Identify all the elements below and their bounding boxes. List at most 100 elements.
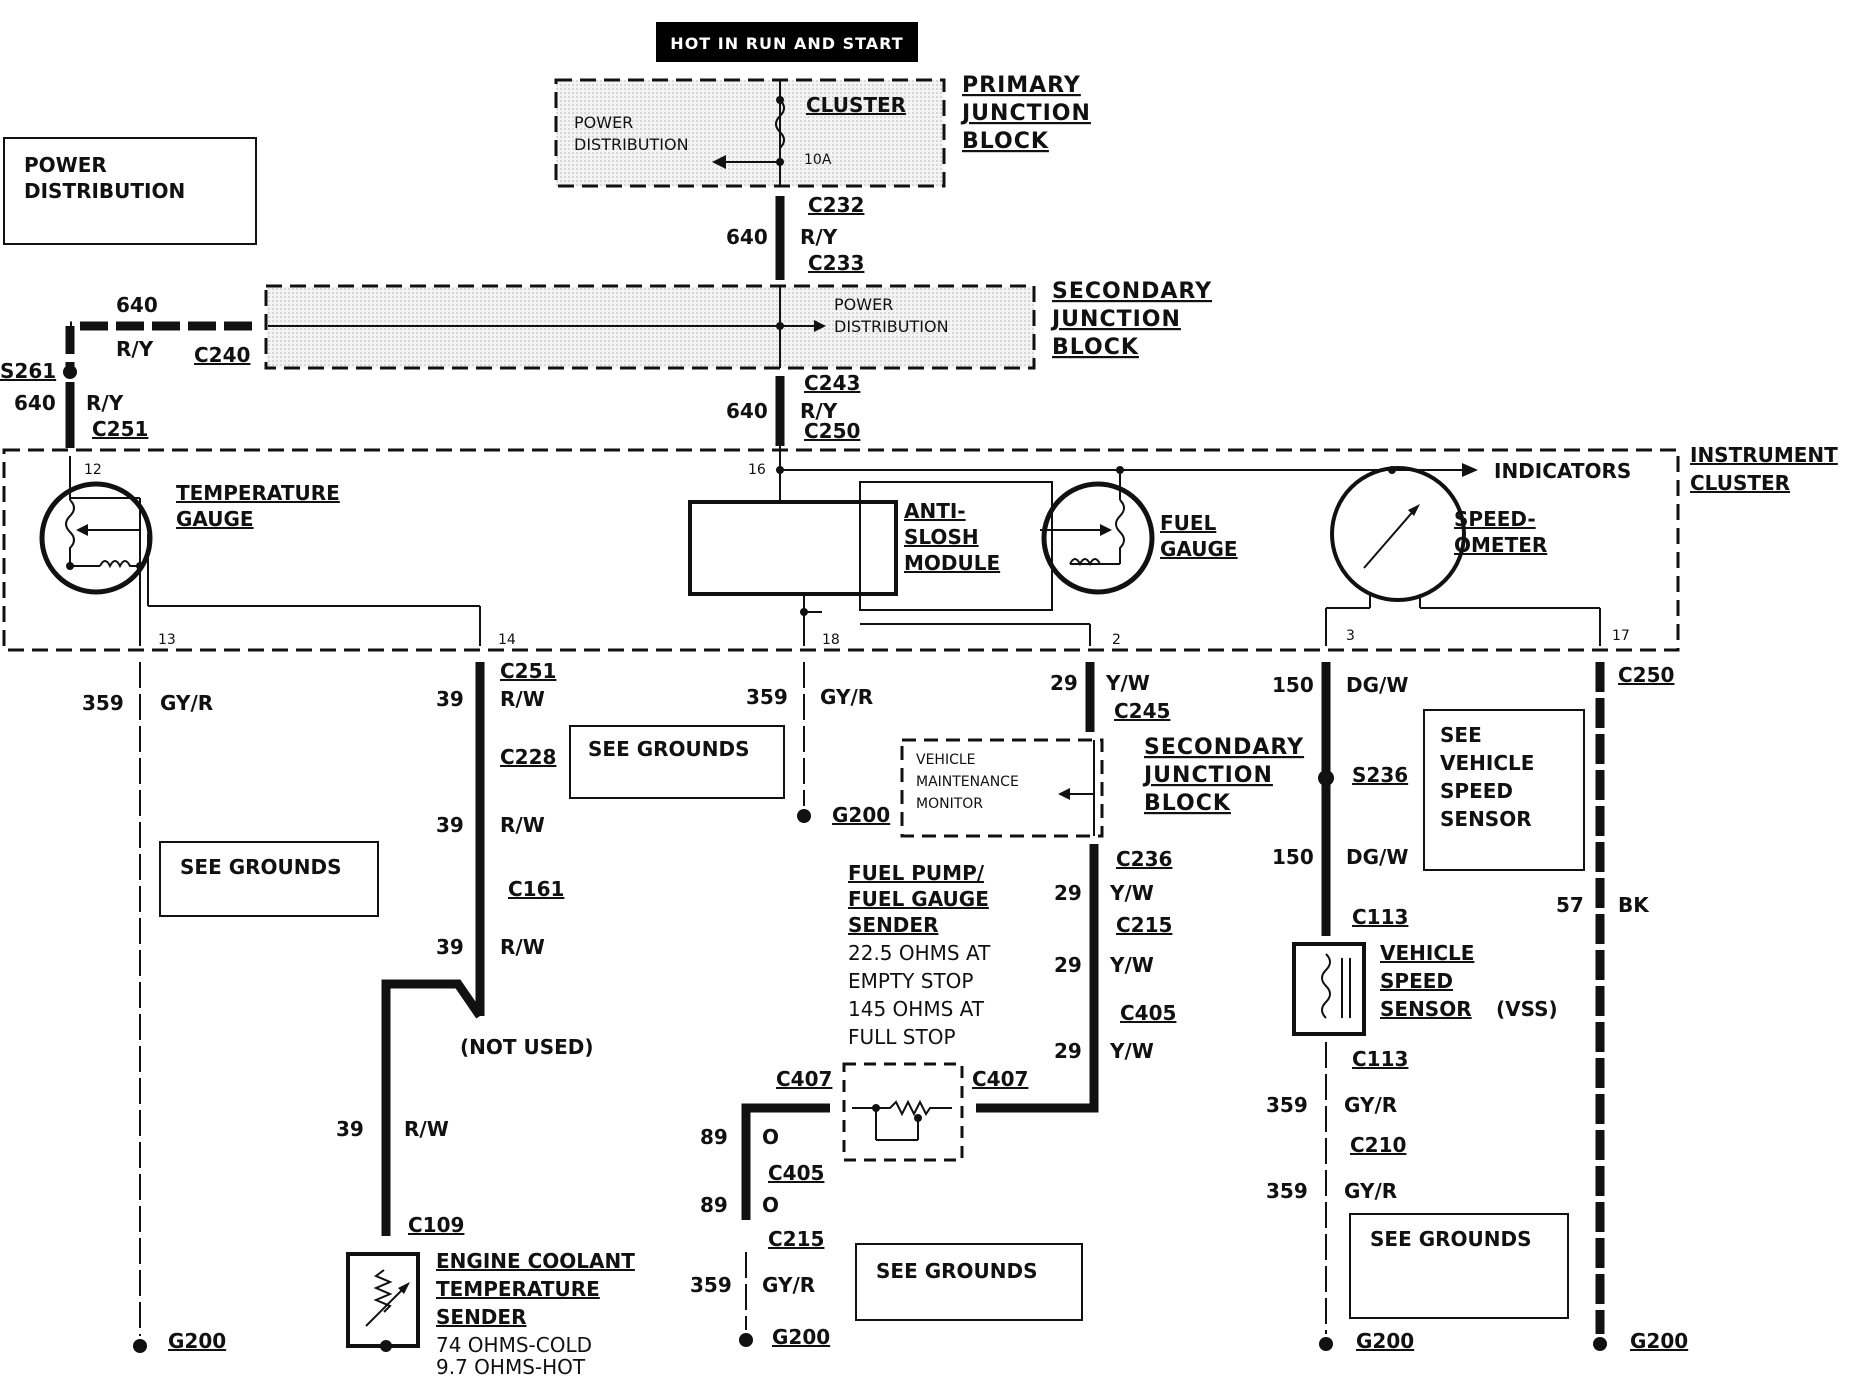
connector-c251: C251 [92, 417, 148, 441]
svg-text:CLUSTER: CLUSTER [806, 93, 906, 117]
svg-text:BK: BK [1618, 893, 1650, 917]
svg-text:SECONDARY: SECONDARY [1052, 279, 1212, 304]
svg-text:INSTRUMENT: INSTRUMENT [1690, 443, 1838, 467]
svg-text:640: 640 [14, 391, 56, 415]
svg-text:O: O [762, 1193, 779, 1217]
connector-c228: C228 [500, 745, 556, 769]
svg-text:150: 150 [1272, 673, 1314, 697]
svg-text:29: 29 [1050, 671, 1078, 695]
svg-text:OMETER: OMETER [1454, 533, 1547, 557]
svg-text:BLOCK: BLOCK [1052, 335, 1139, 360]
svg-text:Y/W: Y/W [1105, 671, 1150, 695]
svg-text:29: 29 [1054, 1039, 1082, 1063]
svg-text:640: 640 [726, 399, 768, 423]
connector-c161: C161 [508, 877, 564, 901]
svg-text:89: 89 [700, 1125, 728, 1149]
svg-text:SENSOR: SENSOR [1440, 807, 1532, 831]
wire-150-vss: 150 DG/W S236 150 DG/W C113 VEHICLE SPEE… [1266, 662, 1585, 1353]
svg-text:12: 12 [84, 462, 102, 478]
svg-text:POWER: POWER [834, 295, 893, 314]
svg-text:Y/W: Y/W [1109, 953, 1154, 977]
svg-text:Y/W: Y/W [1109, 881, 1154, 905]
svg-text:JUNCTION: JUNCTION [960, 101, 1091, 126]
connector-c109: C109 [408, 1213, 464, 1237]
connector-c240: C240 [194, 343, 250, 367]
svg-text:Y/W: Y/W [1109, 1039, 1154, 1063]
connector-c251b: C251 [500, 659, 556, 683]
splice-s261: S261 [0, 359, 56, 383]
connector-c113b: C113 [1352, 1047, 1408, 1071]
wire-359-module-ground: 359 GY/R G200 SEE GROUNDS [569, 662, 890, 827]
wire-640-left: 640 R/Y C240 S261 640 R/Y C251 [0, 293, 252, 448]
svg-text:74 OHMS-COLD: 74 OHMS-COLD [436, 1333, 592, 1357]
svg-text:R/W: R/W [500, 813, 545, 837]
svg-text:HOT IN RUN AND START: HOT IN RUN AND START [670, 34, 903, 53]
svg-text:SPEED-: SPEED- [1454, 507, 1536, 531]
svg-text:BLOCK: BLOCK [1144, 791, 1231, 816]
svg-text:57: 57 [1556, 893, 1584, 917]
svg-text:39: 39 [436, 687, 464, 711]
connector-c407r: C407 [972, 1067, 1028, 1091]
see-grounds-d: SEE GROUNDS [1370, 1227, 1532, 1251]
svg-text:359: 359 [1266, 1093, 1308, 1117]
svg-text:DISTRIBUTION: DISTRIBUTION [574, 135, 689, 154]
not-used-label: (NOT USED) [460, 1035, 594, 1059]
svg-text:SPEED: SPEED [1440, 779, 1513, 803]
svg-text:359: 359 [746, 685, 788, 709]
connector-c113a: C113 [1352, 905, 1408, 929]
ground-g200-b: G200 [832, 803, 890, 827]
svg-text:145 OHMS AT: 145 OHMS AT [848, 997, 985, 1021]
see-grounds-c: SEE GROUNDS [876, 1259, 1038, 1283]
svg-text:640: 640 [116, 293, 158, 317]
svg-text:JUNCTION: JUNCTION [1142, 763, 1273, 788]
svg-text:2: 2 [1112, 632, 1121, 648]
svg-text:(VSS): (VSS) [1496, 997, 1558, 1021]
svg-text:89: 89 [700, 1193, 728, 1217]
connector-c236: C236 [1116, 847, 1172, 871]
svg-text:MONITOR: MONITOR [916, 796, 983, 812]
splice-s236: S236 [1352, 763, 1408, 787]
fuel-gauge-icon [1041, 481, 1155, 595]
svg-text:GAUGE: GAUGE [176, 507, 254, 531]
svg-text:INDICATORS: INDICATORS [1494, 459, 1631, 483]
svg-text:GAUGE: GAUGE [1160, 537, 1238, 561]
svg-text:GY/R: GY/R [1344, 1093, 1397, 1117]
svg-text:SECONDARY: SECONDARY [1144, 735, 1304, 760]
svg-text:16: 16 [748, 462, 766, 478]
svg-text:R/W: R/W [500, 687, 545, 711]
svg-text:O: O [762, 1125, 779, 1149]
svg-text:VEHICLE: VEHICLE [1440, 751, 1534, 775]
hot-in-run-banner: HOT IN RUN AND START [656, 22, 918, 62]
svg-text:14: 14 [498, 632, 516, 648]
svg-text:SEE: SEE [1440, 723, 1482, 747]
connector-c233: C233 [808, 251, 864, 275]
svg-text:GY/R: GY/R [820, 685, 873, 709]
svg-text:POWER: POWER [574, 113, 633, 132]
ground-g200-d: G200 [1356, 1329, 1414, 1353]
svg-text:22.5 OHMS AT: 22.5 OHMS AT [848, 941, 991, 965]
svg-text:150: 150 [1272, 845, 1314, 869]
svg-text:39: 39 [436, 813, 464, 837]
svg-text:359: 359 [1266, 1179, 1308, 1203]
svg-text:TEMPERATURE: TEMPERATURE [436, 1277, 600, 1301]
svg-text:GY/R: GY/R [1344, 1179, 1397, 1203]
svg-text:MODULE: MODULE [904, 551, 1000, 575]
wire-57-bk: C250 57 BK G200 [1556, 662, 1688, 1353]
wire-29-fuel: 29 Y/W C245 VEHICLE MAINTENANCE MONITOR … [690, 662, 1304, 1349]
svg-text:17: 17 [1612, 628, 1630, 644]
see-grounds-a: SEE GROUNDS [180, 855, 342, 879]
svg-text:TEMPERATURE: TEMPERATURE [176, 481, 340, 505]
svg-text:SENSOR: SENSOR [1380, 997, 1472, 1021]
svg-text:FULL STOP: FULL STOP [848, 1025, 956, 1049]
svg-text:SPEED: SPEED [1380, 969, 1453, 993]
svg-text:R/Y: R/Y [116, 337, 154, 361]
power-distribution-box: POWER DISTRIBUTION [3, 137, 257, 245]
connector-c250b: C250 [1618, 663, 1674, 687]
svg-text:18: 18 [822, 632, 840, 648]
svg-text:FUEL PUMP/: FUEL PUMP/ [848, 861, 985, 885]
svg-text:29: 29 [1054, 953, 1082, 977]
svg-text:R/Y: R/Y [800, 225, 838, 249]
wire-39-ect: C251 39 R/W C228 39 R/W C161 39 R/W (NOT… [336, 659, 635, 1376]
svg-text:FUEL GAUGE: FUEL GAUGE [848, 887, 989, 911]
temperature-gauge-icon [39, 481, 153, 595]
